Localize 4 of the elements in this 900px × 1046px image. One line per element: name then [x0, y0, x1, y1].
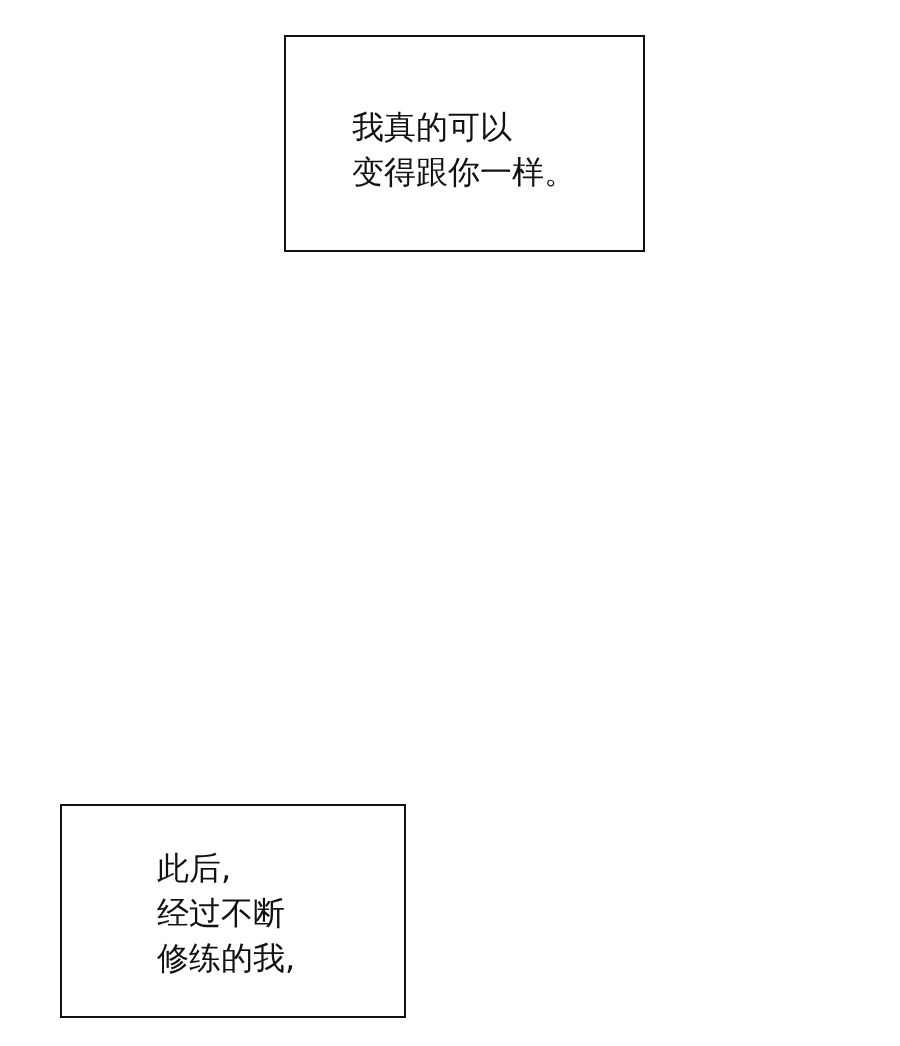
caption-text: 此后,经过不断修练的我,	[157, 848, 296, 979]
caption-text: 我真的可以变得跟你一样。	[352, 107, 576, 193]
caption-box	[284, 35, 645, 252]
caption-box	[60, 804, 406, 1018]
